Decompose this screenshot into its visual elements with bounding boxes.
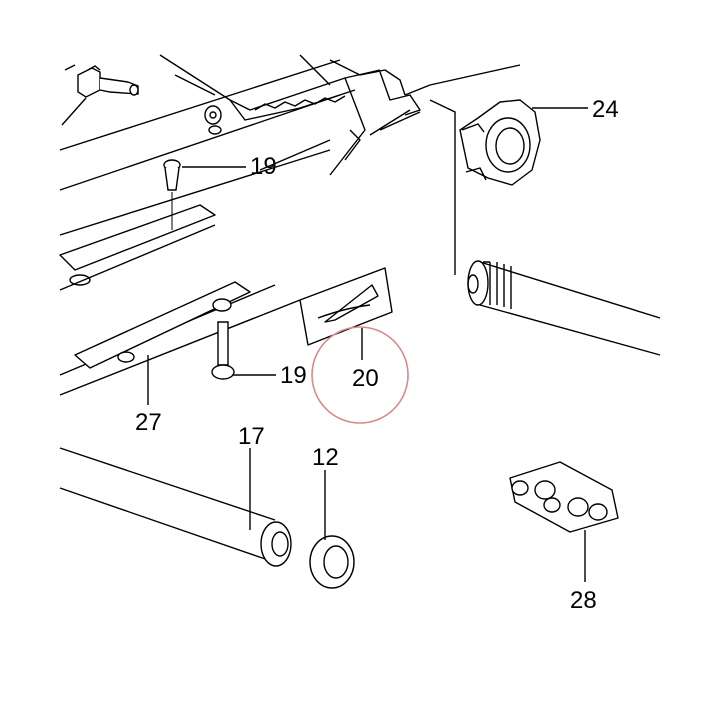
- bolt-lower-icon: [211, 321, 235, 380]
- callout-27: 27: [135, 409, 162, 436]
- callout-19-lower: 19: [280, 362, 307, 389]
- clip-plate-icon: [299, 267, 393, 346]
- mounting-plate-icon: [74, 281, 251, 369]
- flange-bolt-icon: [77, 65, 139, 98]
- callout-28: 28: [570, 587, 597, 614]
- callout-17: 17: [238, 423, 265, 450]
- hub-nut-icon: [459, 99, 541, 186]
- bolt-upper-icon: [163, 159, 181, 230]
- callout-19-upper: 19: [250, 153, 277, 180]
- drive-shaft-icon: [429, 99, 661, 356]
- callout-12: 12: [312, 444, 339, 471]
- chain-link-icon: [509, 461, 619, 533]
- highlight-circle: [311, 326, 409, 424]
- callout-20: 20: [352, 365, 379, 392]
- leader-line: [61, 97, 87, 126]
- washer-icon: [309, 535, 355, 589]
- callout-24: 24: [592, 96, 619, 123]
- rod-icon: [59, 447, 292, 567]
